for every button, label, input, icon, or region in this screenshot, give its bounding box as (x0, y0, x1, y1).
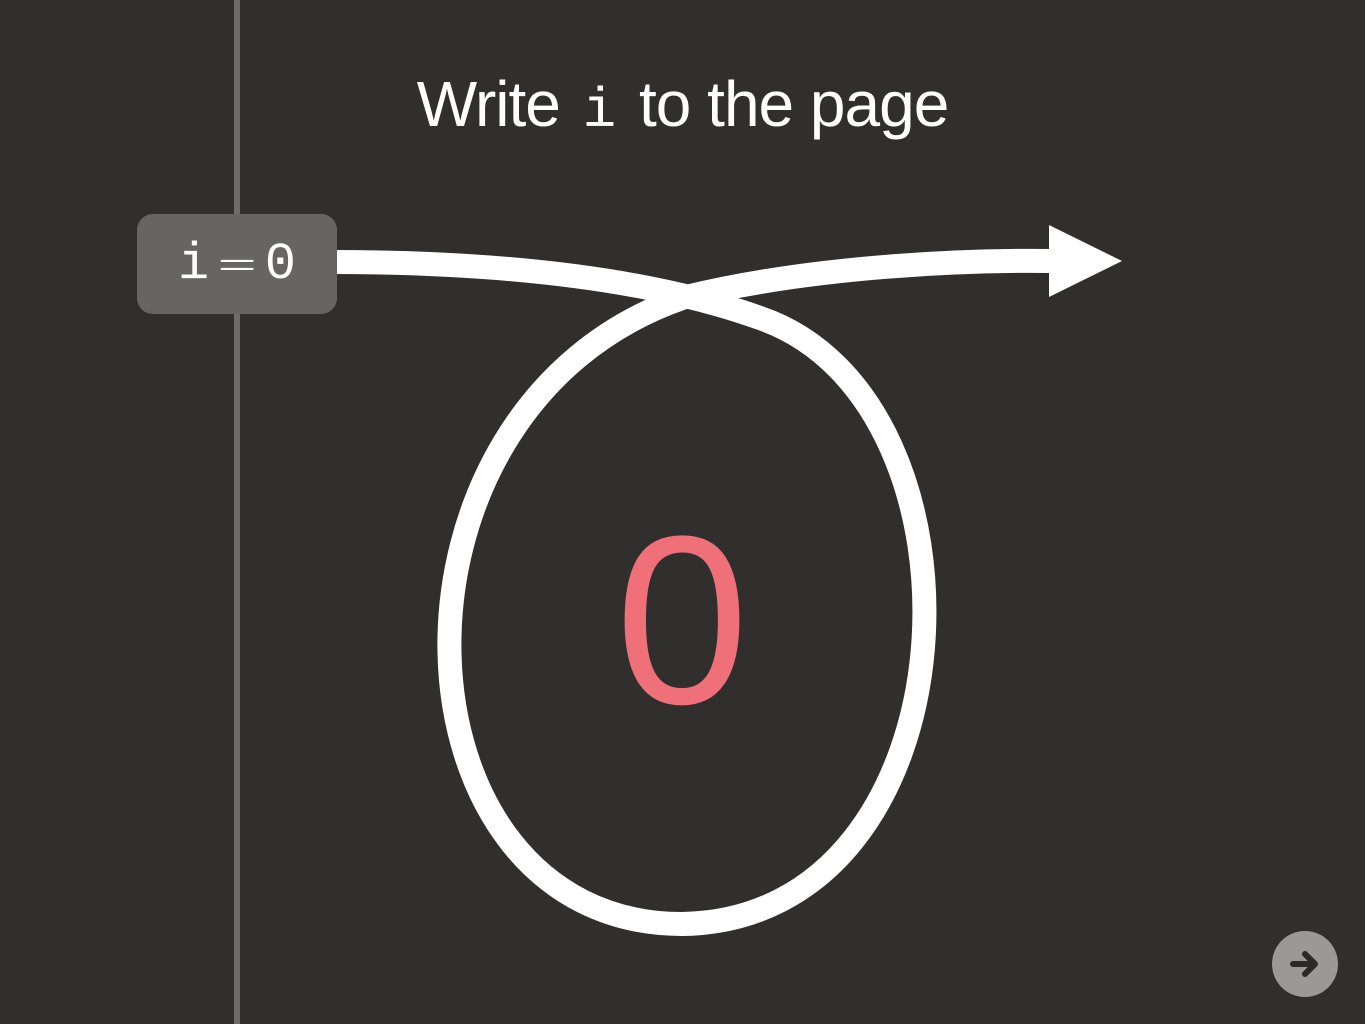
timeline-line (234, 0, 240, 1024)
variable-value: 0 (264, 234, 296, 294)
loop-path (329, 248, 1053, 936)
title-code: i (582, 79, 617, 143)
next-slide-button[interactable] (1272, 931, 1338, 997)
variable-badge: i = 0 (137, 214, 337, 314)
title-suffix: to the page (639, 68, 949, 140)
output-value: 0 (615, 486, 749, 754)
variable-operator: = (215, 234, 259, 294)
loop-arrowhead (1049, 225, 1122, 297)
loop-arrow (329, 225, 1122, 936)
arrow-right-circle-icon (1290, 951, 1318, 977)
title-prefix: Write (416, 68, 561, 140)
variable-name: i (177, 234, 210, 294)
slide-title: Write i to the page (0, 64, 1365, 151)
